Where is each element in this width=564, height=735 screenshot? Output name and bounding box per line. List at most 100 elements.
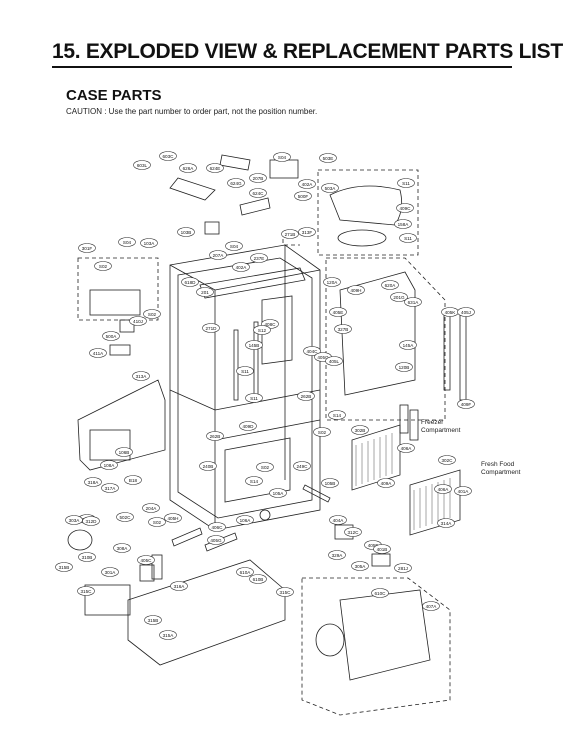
svg-text:631A: 631A [408,300,420,305]
svg-text:204A: 204A [146,506,158,511]
section-title: CASE PARTS [66,87,162,104]
part-label: S02 [256,462,274,472]
svg-text:271D: 271D [206,326,218,331]
page-title: 15. EXPLODED VIEW & REPLACEMENT PARTS LI… [52,40,563,63]
svg-text:500A: 500A [106,334,118,339]
cabinet-body [169,244,321,531]
svg-text:407A: 407A [426,604,438,609]
part-label: 315C [77,586,95,596]
svg-text:301A: 301A [105,570,117,575]
part-label: 406A [397,443,415,453]
svg-text:402A: 402A [302,182,314,187]
svg-text:401B: 401B [377,547,388,552]
part-label: 312C [344,527,362,537]
svg-text:405H: 405H [168,516,179,521]
machine-room-frame [301,577,451,716]
part-label: S02 [313,427,331,437]
svg-text:S11: S11 [250,396,258,401]
svg-text:409A: 409A [381,481,393,486]
part-label: 410J [129,316,147,326]
svg-text:S02: S02 [148,312,157,317]
part-label: 409C [396,203,414,213]
part-label: 626A [179,163,197,173]
svg-text:624E: 624E [210,166,221,171]
svg-text:610B: 610B [253,577,264,582]
svg-text:240B: 240B [203,464,214,469]
part-label: 145A [399,340,417,350]
svg-text:315A: 315A [163,633,175,638]
part-label: 301F [78,243,96,253]
svg-text:610C: 610C [375,591,387,596]
evaporator-cover [339,271,416,396]
fresh-food-label: Fresh Food [481,461,515,468]
svg-text:201G: 201G [393,295,405,300]
svg-text:S12: S12 [258,328,267,333]
part-label: B18 [124,475,142,485]
svg-text:313A: 313A [136,374,148,379]
freezer-compartment-label: Freezer [421,419,444,426]
title-underline [52,66,512,68]
part-label: 624G [227,178,245,188]
svg-text:409F: 409F [461,402,472,407]
part-label: 502C [116,512,134,522]
part-label: 207A [209,250,227,260]
svg-text:312C: 312C [348,530,360,535]
part-label: 624C [249,188,267,198]
svg-text:302B: 302B [355,428,366,433]
fresh-food-label-2: Compartment [481,469,521,476]
part-label: 103A [140,238,158,248]
svg-text:405E: 405E [333,310,344,315]
rear-cover [339,589,431,681]
svg-text:303A: 303A [69,518,81,523]
part-label: 409D [239,421,257,431]
svg-text:301F: 301F [82,246,93,251]
svg-text:406C: 406C [212,525,224,530]
svg-text:408C: 408C [265,322,277,327]
svg-text:S02: S02 [153,520,162,525]
part-label: 409F [457,399,475,409]
part-label: 305A [351,561,369,571]
svg-text:S11: S11 [404,236,412,241]
part-label: 120A [323,277,341,287]
svg-text:315C: 315C [81,589,93,594]
part-label: 610C [371,588,389,598]
part-label: 315B [55,562,73,572]
part-label: 303A [65,515,83,525]
svg-text:103B: 103B [181,230,192,235]
part-label: 404A [329,515,347,525]
part-label: 308A [113,543,131,553]
rear-panel [77,379,166,471]
svg-text:S11: S11 [402,181,410,186]
part-label: S04 [225,241,243,251]
part-label: 409H [347,285,365,295]
part-label: 317A [101,483,119,493]
svg-text:315B: 315B [59,565,70,570]
svg-text:S02: S02 [318,430,327,435]
svg-text:405K: 405K [445,310,457,315]
part-label: 405K [441,307,459,317]
svg-text:S14: S14 [333,413,342,418]
svg-text:145B: 145B [249,343,260,348]
part-label: S14 [328,410,346,420]
svg-text:207B: 207B [253,176,264,181]
svg-text:624C: 624C [253,191,265,196]
part-label: 500A [102,331,120,341]
part-label: 201 [196,287,214,297]
svg-text:105A: 105A [273,491,285,496]
part-label: S11 [245,393,263,403]
part-label: S11 [399,233,417,243]
svg-text:315B: 315B [148,618,159,623]
svg-text:207A: 207A [213,253,225,258]
part-label: 401B [373,544,391,554]
svg-text:B18: B18 [129,478,138,483]
svg-text:610A: 610A [240,570,252,575]
part-label: 106B [115,447,133,457]
part-label: 237E [250,253,268,263]
fan-motor [139,564,155,582]
svg-text:106B: 106B [119,450,130,455]
part-label: S12 [253,325,271,335]
part-label: 271D [202,323,220,333]
svg-text:S04: S04 [278,155,287,160]
part-label: 315B [144,615,162,625]
svg-text:281J: 281J [398,566,408,571]
